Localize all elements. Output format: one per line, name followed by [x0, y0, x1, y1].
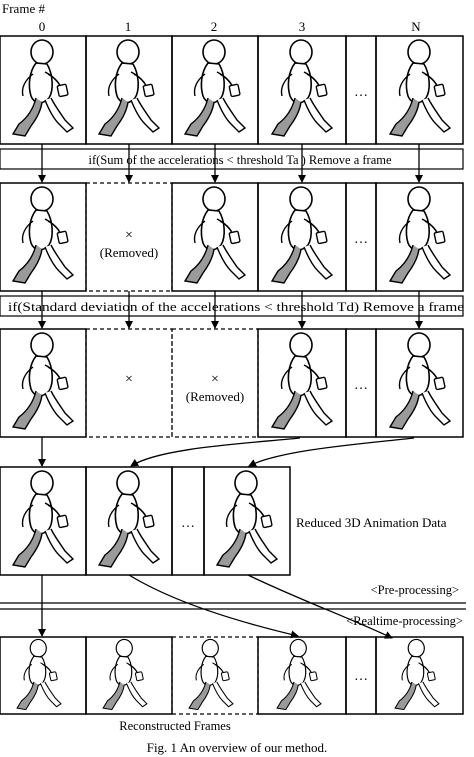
- arrow: [248, 437, 415, 467]
- pre-processing-label: <Pre-processing>: [371, 583, 459, 597]
- removed-label: (Removed): [100, 245, 158, 260]
- std-condition-text: if(Standard deviation of the acceleratio…: [8, 300, 465, 314]
- flow-arrows: [38, 144, 423, 639]
- frame-number-3: 3: [299, 19, 306, 34]
- frame-number-0: 0: [39, 19, 46, 34]
- walking-figure-image: [276, 638, 322, 711]
- row-reconstructed: … Reconstructed Frames: [0, 636, 464, 733]
- row-original-frames: …: [0, 35, 464, 145]
- ellipsis-text: …: [354, 232, 368, 247]
- ellipsis-text: …: [181, 516, 195, 531]
- walking-figure-image: [394, 638, 440, 711]
- walking-figure-image: [12, 332, 74, 430]
- walking-figure-image: [188, 638, 234, 711]
- sum-condition: if(Sum of the accelerations < threshold …: [0, 148, 464, 170]
- reconstructed-frames-label: Reconstructed Frames: [119, 719, 231, 733]
- removed-cross: ×: [125, 372, 133, 387]
- row-after-std-filter: × × (Removed) …: [0, 328, 464, 438]
- frame-cell: [375, 636, 464, 715]
- walking-figure-image: [271, 186, 333, 284]
- realtime-processing-label: <Realtime-processing>: [346, 614, 463, 628]
- walking-figure-image: [102, 638, 148, 711]
- walking-figure-image: [98, 39, 160, 137]
- walking-figure-image: [389, 186, 451, 284]
- walking-figure-image: [12, 186, 74, 284]
- frame-cell: [375, 328, 464, 438]
- walking-figure-image: [271, 39, 333, 137]
- ellipsis-text: …: [354, 85, 368, 100]
- sum-condition-text: if(Sum of the accelerations < threshold …: [88, 153, 392, 167]
- walking-figure-image: [98, 470, 160, 568]
- frame-number-1: 1: [125, 19, 132, 34]
- reduced-data-label: Reduced 3D Animation Data: [296, 515, 447, 530]
- walking-figure-image: [389, 39, 451, 137]
- walking-figure-image: [16, 638, 62, 711]
- removed-cross: ×: [125, 228, 133, 243]
- arrow: [130, 437, 301, 467]
- reconstructed-frame-cell: [171, 636, 259, 715]
- processing-separator: <Pre-processing> <Realtime-processing>: [0, 583, 466, 628]
- frame-number-2: 2: [211, 19, 218, 34]
- walking-figure-image: [271, 332, 333, 430]
- ellipsis-text: …: [354, 378, 368, 393]
- row-reduced-data: … Reduced 3D Animation Data: [0, 466, 447, 576]
- removed-label: (Removed): [186, 389, 244, 404]
- frame-cell: [203, 466, 291, 576]
- frame-header: Frame # 0 1 2 3 N: [2, 1, 421, 34]
- walking-figure-image: [12, 39, 74, 137]
- walking-figure-image: [389, 332, 451, 430]
- row-after-sum-filter: × (Removed) …: [0, 182, 464, 292]
- removed-frame-cell: [85, 328, 173, 438]
- walking-figure-image: [12, 470, 74, 568]
- frame-cell: [0, 182, 87, 292]
- frame-number-n: N: [411, 19, 421, 34]
- frame-cell: [0, 328, 87, 438]
- walking-figure-image: [216, 470, 278, 568]
- std-condition: if(Standard deviation of the acceleratio…: [0, 295, 465, 317]
- condition-box: [0, 295, 464, 317]
- arrow: [128, 574, 299, 639]
- walking-figure-image: [184, 39, 246, 137]
- removed-cross: ×: [211, 372, 219, 387]
- arrow: [247, 574, 393, 639]
- figure-caption: Fig. 1 An overview of our method.: [147, 740, 328, 755]
- condition-box: [0, 148, 464, 170]
- ellipsis-text: …: [354, 669, 368, 684]
- frame-number-label: Frame #: [2, 1, 45, 16]
- walking-figure-image: [184, 186, 246, 284]
